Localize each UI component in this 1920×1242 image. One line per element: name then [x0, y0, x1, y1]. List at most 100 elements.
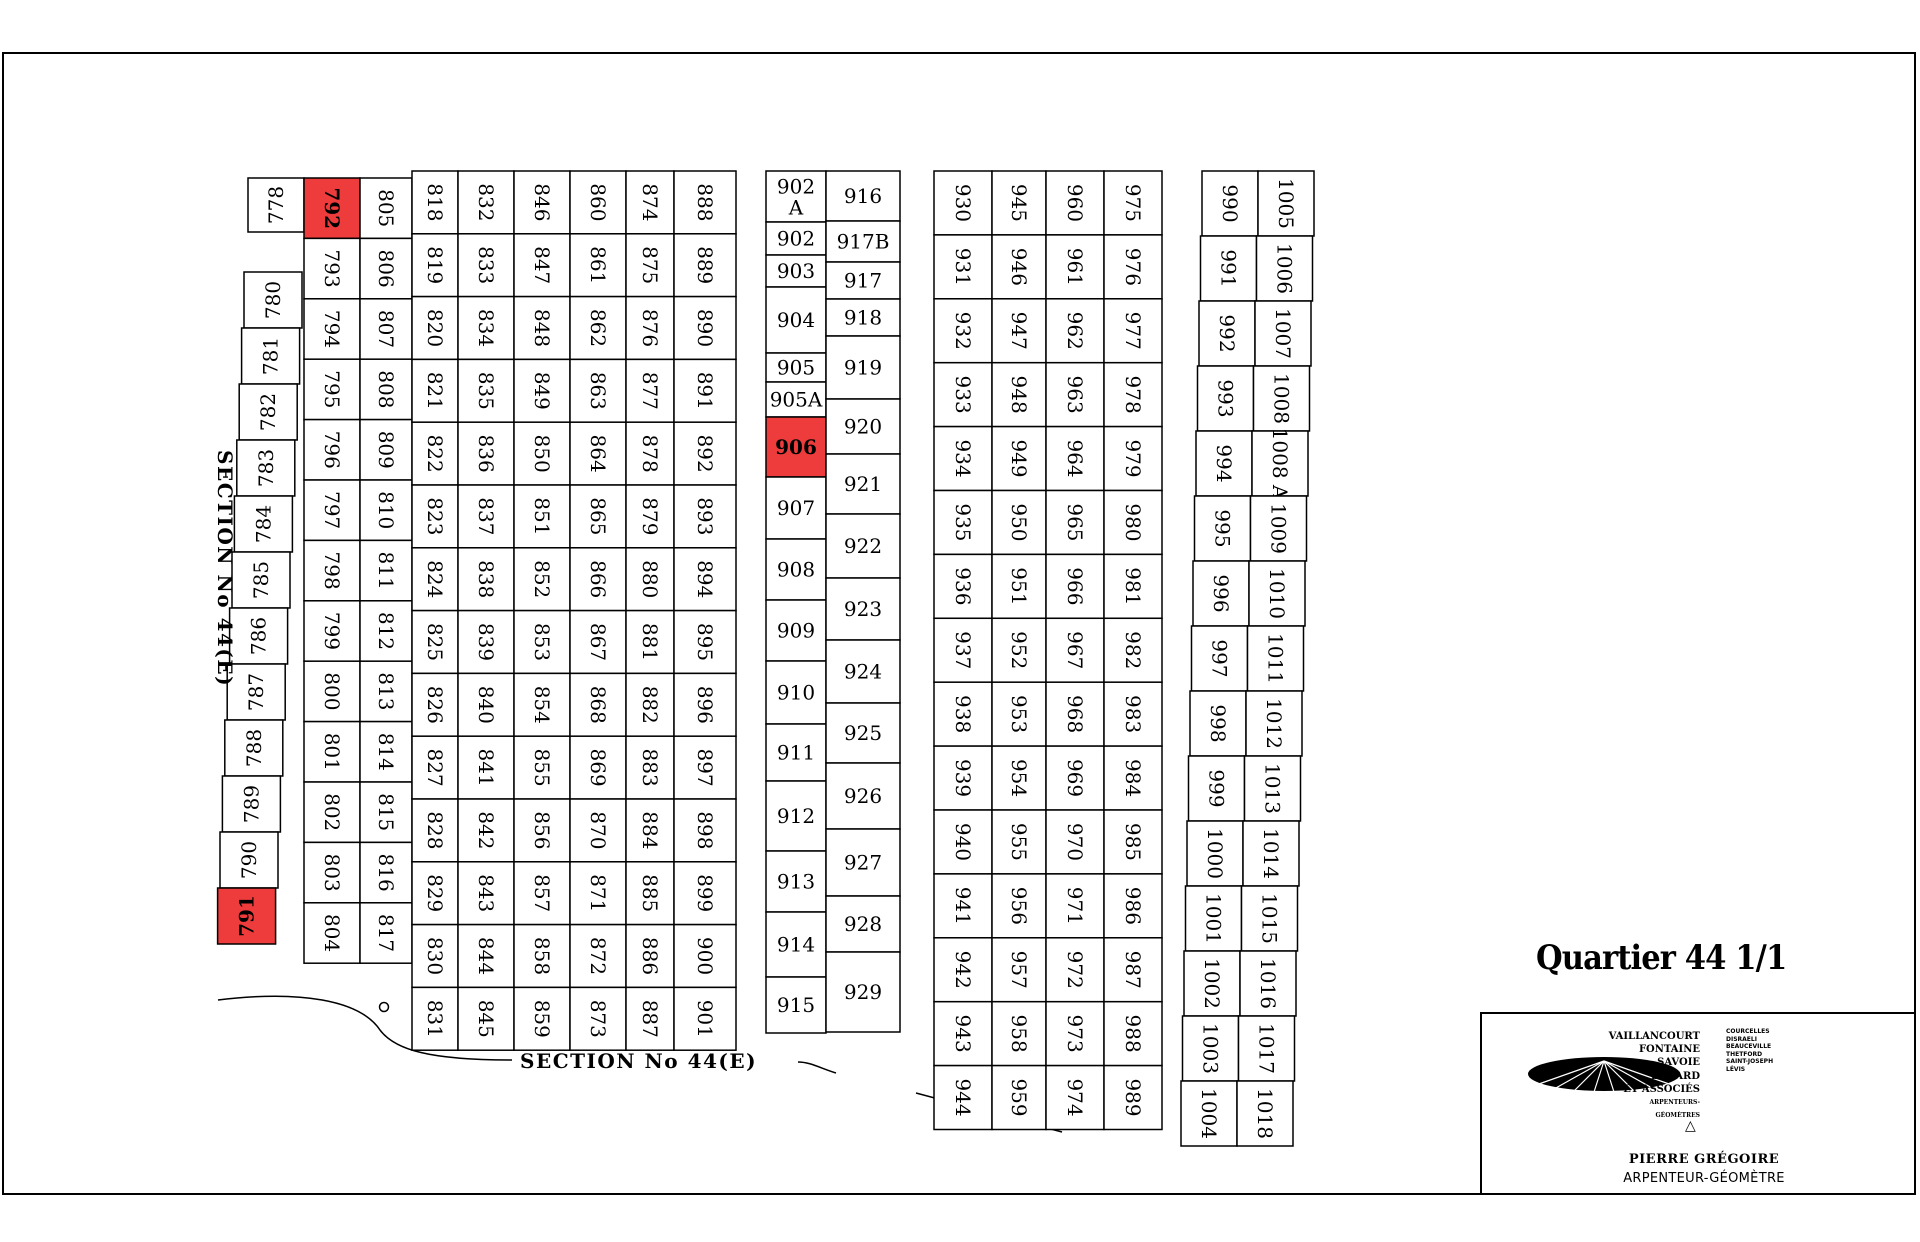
lot-cell[interactable] — [673, 170, 737, 235]
lot-cell[interactable] — [765, 170, 827, 223]
lot-cell[interactable] — [673, 547, 737, 612]
lot-cell[interactable] — [765, 352, 827, 383]
lot-cell[interactable] — [569, 233, 627, 298]
lot-cell[interactable] — [1248, 560, 1306, 627]
lot-cell[interactable] — [303, 660, 361, 723]
lot-cell[interactable] — [303, 358, 361, 421]
lot-cell[interactable] — [933, 361, 993, 428]
lot-cell[interactable] — [513, 609, 571, 675]
lot-cell[interactable] — [457, 295, 515, 361]
lot-cell[interactable] — [765, 381, 827, 418]
lot-cell[interactable] — [1251, 430, 1309, 497]
lot-cell[interactable] — [1045, 170, 1105, 236]
lot-cell[interactable] — [1239, 950, 1297, 1017]
lot-cell[interactable] — [673, 986, 737, 1051]
lot-cell[interactable] — [1189, 690, 1247, 757]
lot-cell[interactable] — [569, 547, 627, 612]
lot-cell[interactable] — [1243, 755, 1302, 822]
lot-cell[interactable] — [933, 681, 993, 747]
lot-cell[interactable] — [359, 902, 413, 964]
lot-cell[interactable] — [991, 234, 1047, 300]
lot-cell[interactable] — [457, 986, 515, 1051]
lot-cell[interactable] — [933, 170, 993, 236]
lot-cell[interactable] — [513, 233, 571, 298]
lot-cell-highlighted[interactable] — [216, 887, 277, 945]
lot-cell[interactable] — [303, 841, 361, 904]
lot-cell[interactable] — [625, 484, 675, 549]
lot-cell[interactable] — [625, 547, 675, 612]
lot-cell[interactable] — [457, 421, 515, 486]
lot-cell[interactable] — [569, 735, 627, 800]
lot-cell[interactable] — [933, 234, 993, 300]
lot-cell[interactable] — [933, 745, 993, 811]
lot-cell[interactable] — [625, 233, 675, 298]
lot-cell[interactable] — [1190, 625, 1249, 692]
lot-cell[interactable] — [1245, 690, 1303, 757]
lot-cell[interactable] — [457, 923, 515, 989]
lot-cell[interactable] — [513, 547, 571, 612]
lot-cell[interactable] — [933, 617, 993, 683]
lot-cell[interactable] — [933, 298, 993, 364]
lot-cell[interactable] — [303, 902, 361, 964]
lot-cell[interactable] — [825, 220, 901, 263]
lot-cell[interactable] — [1103, 170, 1163, 236]
lot-cell[interactable] — [238, 383, 298, 441]
lot-cell[interactable] — [1254, 300, 1312, 367]
lot-cell[interactable] — [1045, 234, 1105, 300]
lot-cell[interactable] — [569, 798, 627, 863]
lot-cell[interactable] — [1187, 755, 1246, 822]
lot-cell[interactable] — [825, 951, 901, 1033]
lot-cell[interactable] — [1240, 885, 1299, 952]
lot-cell[interactable] — [1045, 1064, 1105, 1131]
lot-cell[interactable] — [991, 937, 1047, 1003]
lot-cell[interactable] — [247, 177, 305, 233]
lot-cell[interactable] — [303, 298, 361, 360]
lot-cell[interactable] — [1045, 1000, 1105, 1067]
lot-cell[interactable] — [1199, 235, 1258, 302]
lot-cell[interactable] — [991, 425, 1047, 492]
lot-cell[interactable] — [1103, 234, 1163, 300]
lot-cell[interactable] — [1103, 298, 1163, 364]
lot-cell[interactable] — [513, 861, 571, 926]
lot-cell[interactable] — [825, 577, 901, 641]
lot-cell[interactable] — [933, 489, 993, 556]
lot-cell[interactable] — [1045, 617, 1105, 683]
lot-cell[interactable] — [1181, 1015, 1240, 1082]
lot-cell[interactable] — [991, 1064, 1047, 1131]
lot-cell[interactable] — [1103, 937, 1163, 1003]
lot-cell[interactable] — [625, 609, 675, 675]
lot-cell[interactable] — [1252, 365, 1311, 432]
lot-cell[interactable] — [1249, 495, 1308, 562]
lot-cell[interactable] — [933, 937, 993, 1003]
lot-cell[interactable] — [625, 798, 675, 863]
lot-cell[interactable] — [825, 453, 901, 515]
lot-cell[interactable] — [1103, 1000, 1163, 1067]
lot-cell[interactable] — [991, 553, 1047, 620]
lot-cell[interactable] — [231, 551, 291, 609]
lot-cell[interactable] — [224, 719, 284, 777]
lot-cell[interactable] — [411, 547, 459, 612]
lot-cell[interactable] — [513, 735, 571, 800]
lot-cell[interactable] — [411, 421, 459, 486]
lot-cell[interactable] — [1257, 170, 1315, 237]
lot-cell[interactable] — [359, 539, 413, 602]
lot-cell[interactable] — [673, 735, 737, 800]
lot-cell[interactable] — [359, 660, 413, 723]
lot-cell[interactable] — [1045, 937, 1105, 1003]
lot-cell[interactable] — [673, 295, 737, 361]
lot-cell[interactable] — [457, 484, 515, 549]
lot-cell[interactable] — [1103, 425, 1163, 492]
lot-cell[interactable] — [513, 986, 571, 1051]
lot-cell[interactable] — [1236, 1080, 1294, 1147]
lot-cell[interactable] — [1103, 809, 1163, 875]
lot-cell[interactable] — [1103, 553, 1163, 620]
lot-cell[interactable] — [243, 271, 303, 329]
lot-cell[interactable] — [1045, 489, 1105, 556]
lot-cell[interactable] — [1045, 361, 1105, 428]
lot-cell[interactable] — [825, 398, 901, 455]
lot-cell[interactable] — [933, 425, 993, 492]
lot-cell[interactable] — [825, 298, 901, 337]
lot-cell[interactable] — [673, 861, 737, 926]
lot-cell[interactable] — [569, 986, 627, 1051]
lot-cell[interactable] — [765, 660, 827, 725]
